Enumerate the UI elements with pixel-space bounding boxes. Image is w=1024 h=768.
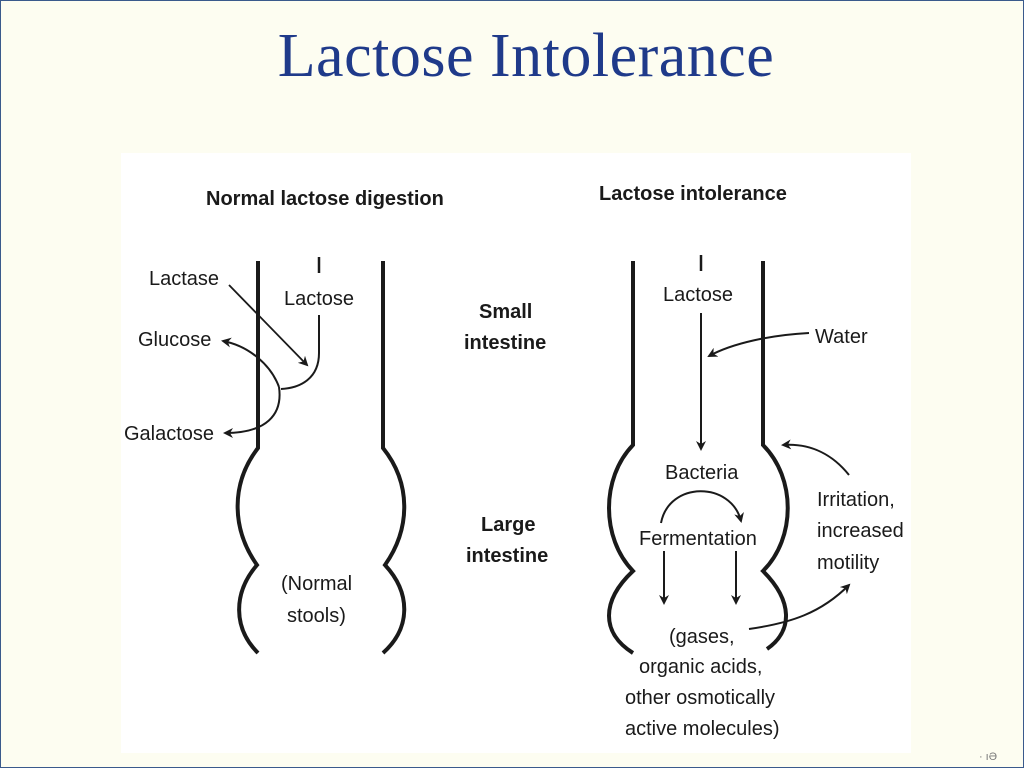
left-tube-left-wall — [235, 261, 260, 655]
lactase-arrow — [228, 284, 309, 367]
label-lactose-left: Lactose — [284, 288, 354, 310]
label-fermentation: Fermentation — [639, 528, 757, 550]
label-normal-stools-2: stools) — [287, 605, 346, 627]
label-large-1: Large — [481, 514, 535, 536]
label-products-4: active molecules) — [625, 718, 780, 740]
glucose-arrow — [221, 337, 280, 388]
left-tube-right-wall — [381, 261, 407, 655]
label-small-2: intestine — [464, 332, 546, 354]
label-bacteria: Bacteria — [665, 462, 739, 484]
label-galactose: Galactose — [124, 423, 214, 445]
label-lactase: Lactase — [149, 268, 219, 290]
slide-title: Lactose Intolerance — [277, 22, 775, 90]
left-heading: Normal lactose digestion — [206, 188, 444, 210]
right-tube-right-wall — [760, 261, 790, 651]
lactose-diagram: Normal lactose digestion Lactose intoler… — [124, 183, 904, 740]
label-normal-stools-1: (Normal — [281, 573, 352, 595]
products-to-irritation-arrow — [748, 583, 851, 630]
label-irritation-1: Irritation, — [817, 489, 895, 511]
right-tube-left-wall — [607, 261, 636, 655]
label-products-1: (gases, — [669, 626, 735, 648]
label-irritation-3: motility — [817, 552, 879, 574]
fermentation-arc — [660, 490, 744, 524]
label-large-2: intestine — [466, 545, 548, 567]
label-small-1: Small — [479, 301, 532, 323]
right-heading: Lactose intolerance — [599, 183, 787, 205]
label-glucose: Glucose — [138, 329, 211, 351]
water-arrow — [707, 332, 810, 357]
label-products-3: other osmotically — [625, 687, 775, 709]
label-water: Water — [815, 326, 868, 348]
label-irritation-2: increased — [817, 520, 904, 542]
label-lactose-right: Lactose — [663, 284, 733, 306]
galactose-arrow — [223, 386, 281, 438]
left-lactose-curve — [280, 315, 320, 390]
irritation-to-wall-arrow — [781, 439, 850, 476]
label-products-2: organic acids, — [639, 656, 762, 678]
diagram-panel: Normal lactose digestion Lactose intoler… — [121, 153, 911, 753]
footer-mark: · ıƏ — [978, 751, 997, 763]
